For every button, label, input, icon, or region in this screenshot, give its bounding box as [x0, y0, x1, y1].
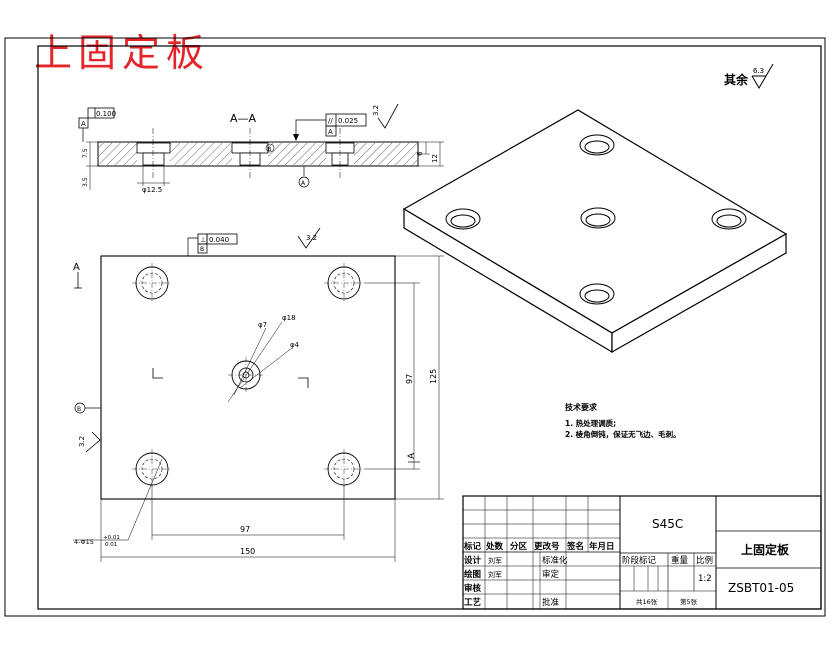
svg-text:φ18: φ18 — [282, 314, 296, 322]
svg-text:125: 125 — [429, 369, 438, 384]
svg-text:重量: 重量 — [671, 555, 689, 566]
drawing-number: ZSBT01-05 — [728, 581, 794, 595]
svg-text:B: B — [268, 147, 272, 153]
svg-text:φ12.5: φ12.5 — [142, 186, 162, 194]
outer-border — [4, 37, 826, 617]
svg-text:刘军: 刘军 — [488, 556, 502, 565]
hole-bottom-right — [324, 449, 364, 489]
svg-text:审定: 审定 — [542, 569, 560, 580]
hatch-mid-left — [170, 143, 232, 165]
svg-text:标准化: 标准化 — [542, 555, 568, 566]
svg-text:150: 150 — [240, 547, 255, 556]
svg-text:4-Φ15: 4-Φ15 — [74, 538, 94, 546]
svg-text:97: 97 — [405, 374, 414, 384]
counterbore-left — [136, 142, 171, 154]
part-name: 上固定板 — [741, 542, 790, 557]
svg-text:A: A — [81, 120, 86, 128]
svg-text:共16张: 共16张 — [636, 597, 658, 606]
title-block-text: S45C 上固定板 ZSBT01-05 标记 处数 分区 更改号 签名 年月日 … — [463, 517, 794, 608]
svg-text:2. 棱角倒钝，保证无飞边、毛刺。: 2. 棱角倒钝，保证无飞边、毛刺。 — [565, 429, 681, 439]
svg-text:⊥: ⊥ — [200, 236, 206, 244]
svg-text:97: 97 — [240, 525, 250, 534]
svg-text:12: 12 — [431, 154, 439, 163]
isometric-view — [402, 109, 788, 354]
svg-text:分区: 分区 — [510, 541, 528, 552]
svg-text:批准: 批准 — [542, 597, 560, 608]
svg-text:年月日: 年月日 — [589, 541, 615, 552]
svg-text:刘军: 刘军 — [488, 570, 502, 579]
svg-text:更改号: 更改号 — [534, 541, 560, 552]
svg-text:0.025: 0.025 — [338, 117, 358, 125]
material: S45C — [652, 517, 683, 531]
roughness-other: 其余 6.3 — [724, 63, 774, 89]
svg-text:3.5: 3.5 — [82, 177, 89, 187]
svg-text:A: A — [301, 180, 306, 187]
svg-text:6: 6 — [416, 151, 424, 156]
hole-top-left — [132, 263, 172, 303]
svg-text:φ4: φ4 — [290, 341, 300, 349]
svg-text:处数: 处数 — [485, 541, 504, 552]
svg-text:标记: 标记 — [463, 541, 482, 552]
svg-text:第5张: 第5张 — [680, 597, 698, 606]
svg-text:+0.01: +0.01 — [103, 535, 120, 541]
svg-text:绘图: 绘图 — [464, 569, 481, 580]
svg-text:1:2: 1:2 — [698, 574, 712, 584]
iso-side-face — [611, 232, 787, 354]
svg-text:工艺: 工艺 — [464, 597, 482, 608]
hole-center: φ7 φ18 φ4 — [227, 314, 300, 403]
svg-text:3.2: 3.2 — [372, 105, 380, 116]
svg-text:0.100: 0.100 — [96, 110, 116, 118]
svg-text:A: A — [328, 128, 333, 136]
svg-text:技术要求: 技术要求 — [565, 402, 598, 412]
svg-text:比例: 比例 — [696, 555, 713, 566]
svg-text:φ7: φ7 — [258, 321, 267, 329]
technical-notes: 技术要求 1. 热处理调质; 2. 棱角倒钝，保证无飞边、毛刺。 — [565, 402, 681, 439]
svg-text://: // — [328, 117, 333, 125]
svg-text:阶段标记: 阶段标记 — [622, 555, 657, 566]
svg-text:0.01: 0.01 — [105, 542, 117, 548]
svg-text:A: A — [407, 452, 417, 459]
section-label: A—A — [230, 112, 257, 125]
hatch-left — [99, 143, 137, 165]
svg-text:设计: 设计 — [464, 555, 482, 566]
drawing-title: 上固定板 — [34, 31, 211, 75]
svg-text:3.2: 3.2 — [78, 436, 86, 447]
svg-text:B: B — [200, 246, 204, 253]
hole-top-right — [324, 263, 364, 303]
inner-border — [37, 45, 822, 610]
svg-text:6.3: 6.3 — [753, 67, 764, 75]
svg-text:A: A — [73, 262, 80, 273]
title-block — [462, 495, 822, 610]
plate-outline — [100, 255, 396, 500]
svg-text:审核: 审核 — [464, 583, 482, 594]
svg-text:3.2: 3.2 — [306, 234, 317, 242]
hatch-mid-right — [268, 143, 326, 165]
svg-text:签名: 签名 — [566, 541, 584, 552]
hatch-right — [354, 143, 417, 165]
svg-text:7.5: 7.5 — [82, 148, 89, 158]
svg-text:其余: 其余 — [724, 72, 749, 87]
svg-text:1. 热处理调质;: 1. 热处理调质; — [565, 418, 616, 428]
iso-holes — [445, 134, 747, 305]
svg-text:0.040: 0.040 — [209, 236, 229, 244]
svg-text:B: B — [77, 406, 81, 413]
section-view: A—A 0.100 A // 0.025 — [78, 103, 444, 194]
plan-view: A ⊥ 0.040 B 3.2 — [73, 227, 444, 562]
